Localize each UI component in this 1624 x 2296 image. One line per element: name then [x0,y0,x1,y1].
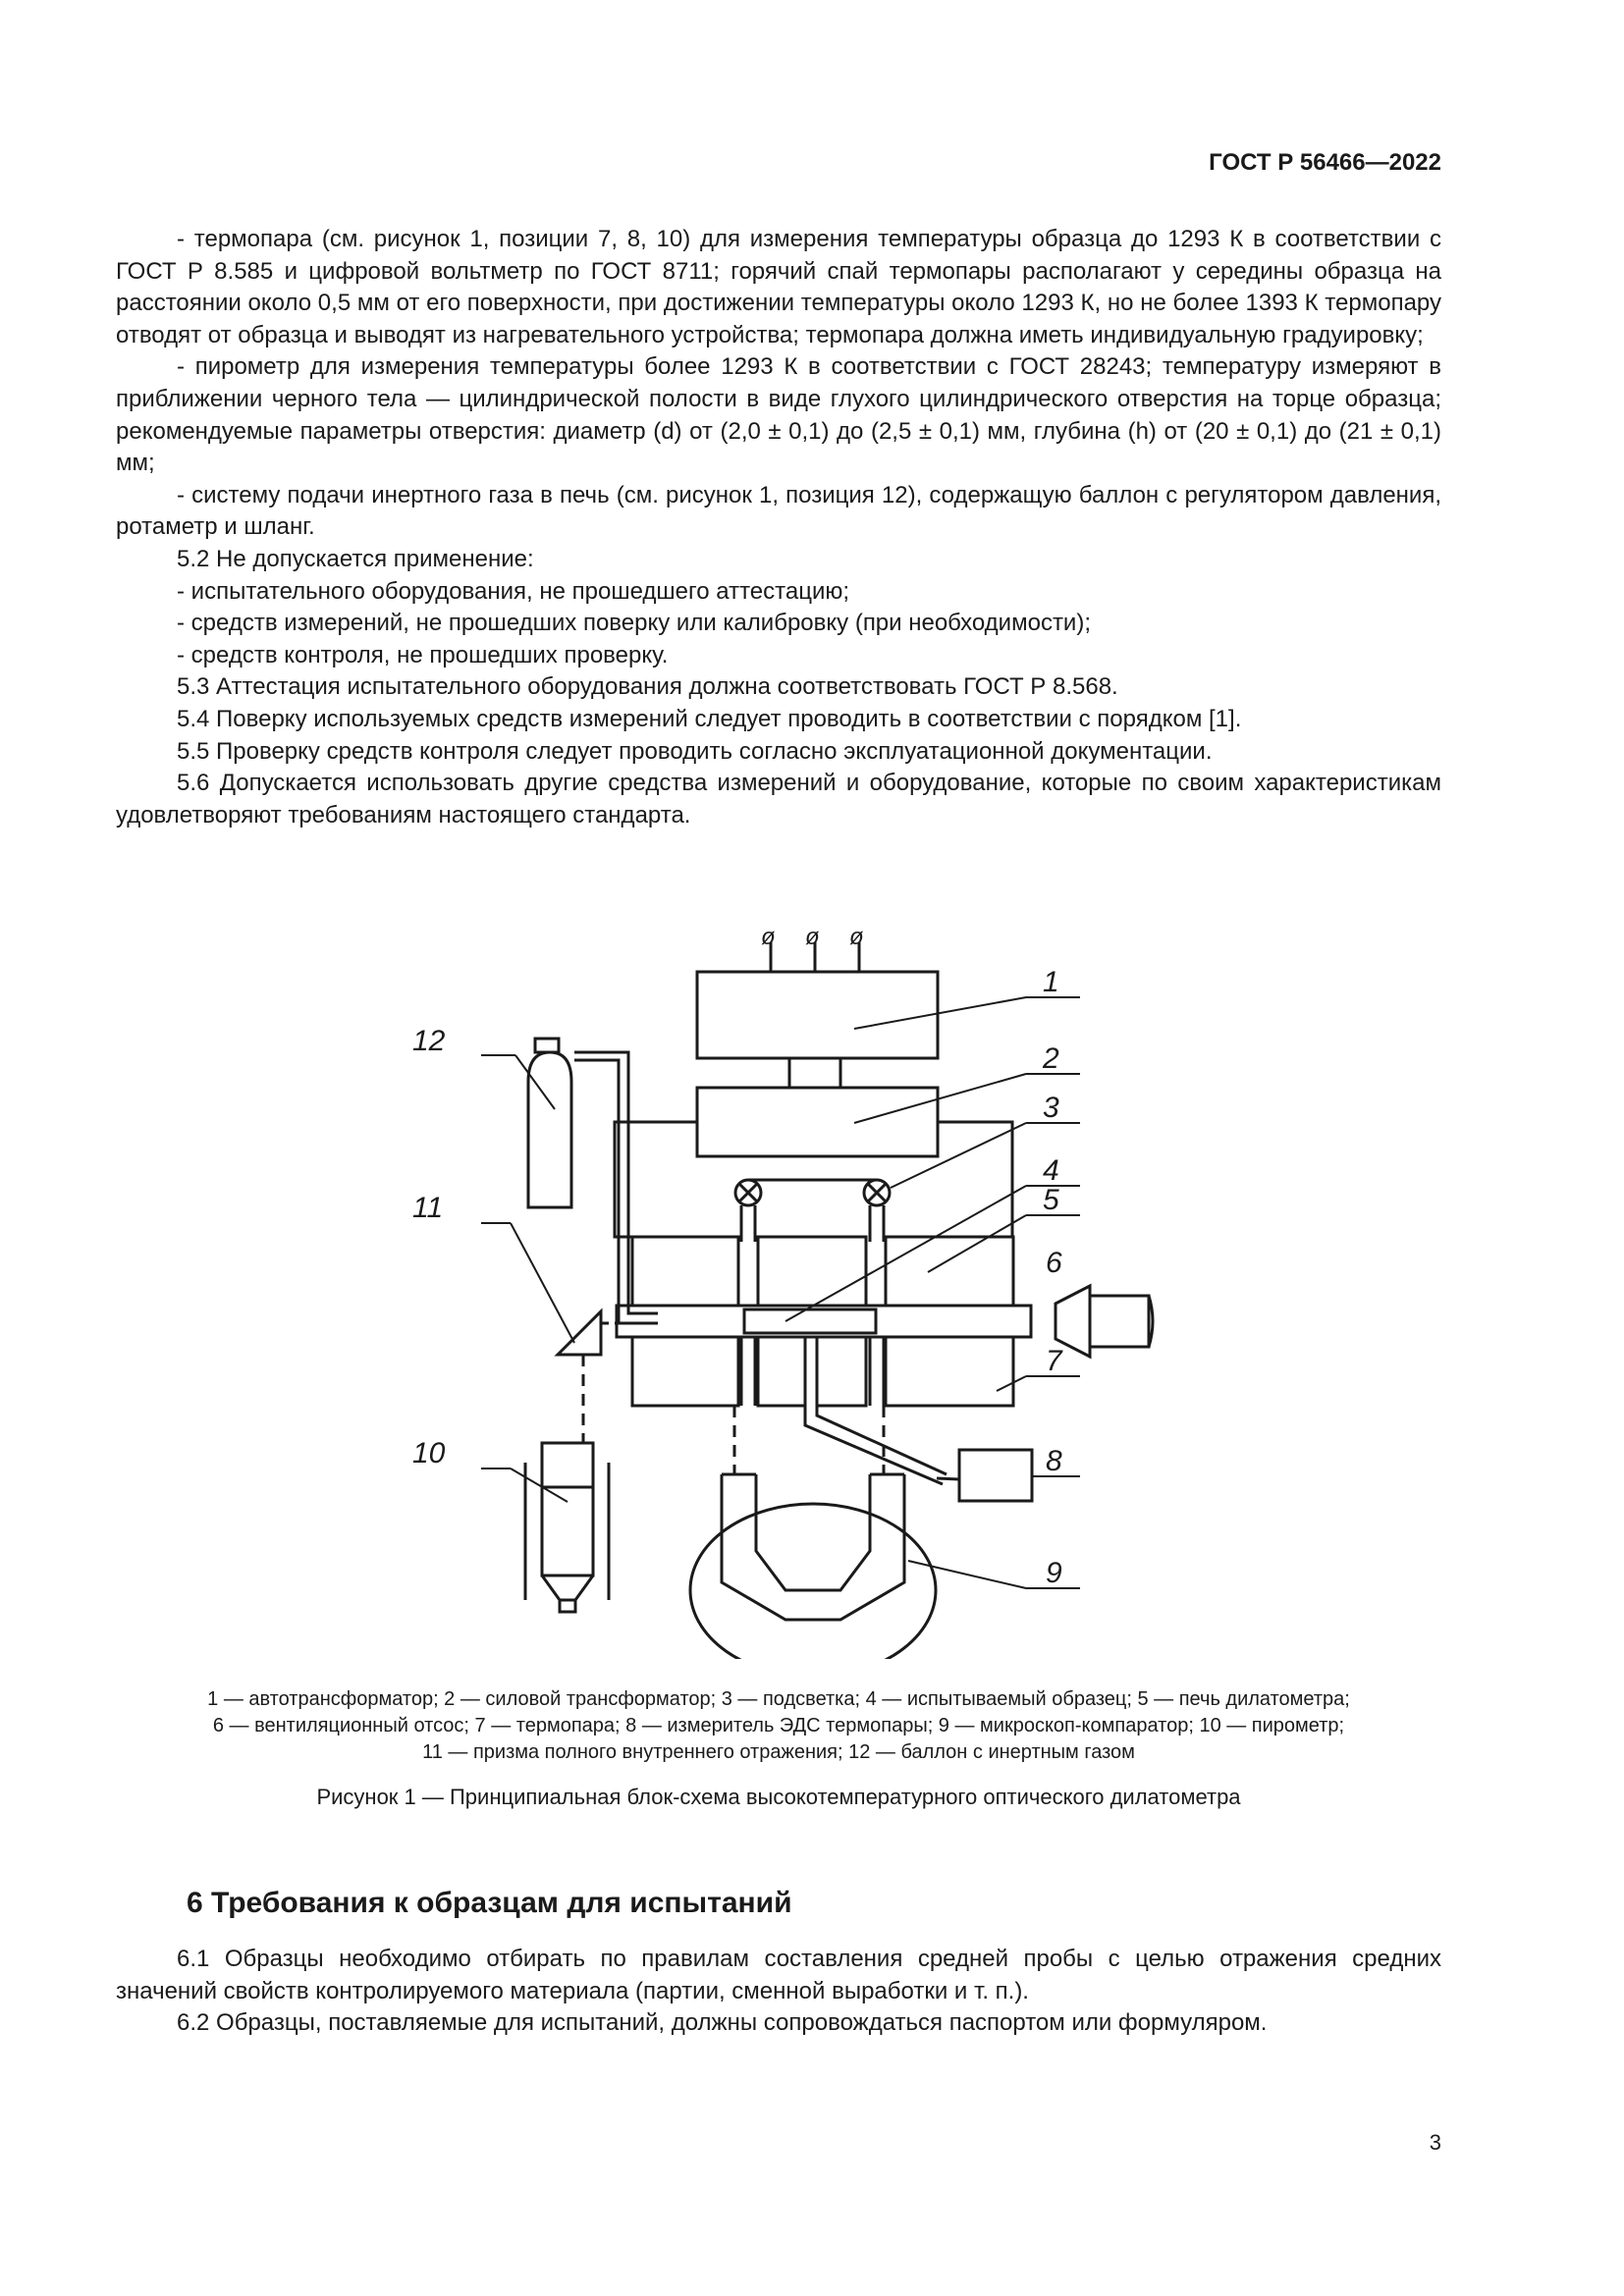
label-1: 1 [1043,966,1059,998]
paragraph-thermocouple: - термопара (см. рисунок 1, позиции 7, 8… [116,226,1441,348]
pyrometer [523,1441,611,1614]
body-text-upper: - термопара (см. рисунок 1, позиции 7, 8… [116,224,1441,831]
terminal-symbol-3: ø [849,924,864,950]
label-12: 12 [412,1025,446,1057]
ventilation-hood [1054,1283,1092,1360]
label-7: 7 [1046,1345,1063,1377]
gas-cylinder [526,1037,573,1209]
paragraph-pyrometer: - пирометр для измерения температуры бол… [116,353,1441,477]
label-4: 4 [1043,1154,1059,1187]
label-6: 6 [1046,1247,1062,1279]
furnace-body [630,1235,1015,1408]
clause-5-6: 5.6 Допускается использовать другие сред… [116,770,1441,828]
total-reflection-prism [554,1308,603,1357]
dilatometer-diagram: ø ø ø [373,913,1237,1659]
clause-6-1: 6.1 Образцы необходимо отбирать по прави… [116,1946,1441,2004]
clause-5-3: 5.3 Аттестация испытательного оборудован… [177,673,1118,701]
body-text-lower: 6.1 Образцы необходимо отбирать по прави… [116,1944,1441,2040]
page-number: 3 [1429,2130,1441,2155]
clause-5-2: 5.2 Не допускается применение: [177,545,534,572]
document-id: ГОСТ Р 56466—2022 [1209,149,1441,176]
microscope-comparator [688,1472,938,1659]
figure-legend: 1 — автотрансформатор; 2 — силовой транс… [116,1686,1441,1766]
thermocouple-wire [803,1337,960,1486]
power-transformer-block [695,1086,940,1158]
emf-meter-block [957,1448,1034,1503]
terminal-symbol-1: ø [761,924,776,950]
label-5: 5 [1043,1184,1059,1216]
furnace-tube [615,1304,1033,1339]
label-3: 3 [1043,1092,1059,1124]
autotransformer-block [695,970,940,1060]
clause-5-4: 5.4 Поверку используемых средств измерен… [177,705,1242,732]
section-6-title: 6 Требования к образцам для испытаний [187,1887,792,1919]
legend-line-3: 11 — призма полного внутреннего отражени… [422,1741,1135,1763]
label-10: 10 [412,1437,446,1469]
list-item-equipment: - испытательного оборудования, не прошед… [177,577,850,605]
clause-5-5: 5.5 Проверку средств контроля следует пр… [177,737,1213,765]
list-item-control: - средств контроля, не прошедших проверк… [177,641,669,668]
terminal-symbol-2: ø [805,924,820,950]
label-9: 9 [1046,1557,1062,1589]
label-8: 8 [1046,1445,1062,1477]
legend-line-2: 6 — вентиляционный отсос; 7 — термопара;… [212,1715,1345,1736]
label-11: 11 [412,1192,443,1224]
label-2: 2 [1042,1042,1059,1075]
power-supply-wires: ø ø ø [761,924,864,972]
clause-6-2: 6.2 Образцы, поставляемые для испытаний,… [177,2009,1268,2037]
test-sample [742,1308,878,1335]
paragraph-gas-system: - систему подачи инертного газа в печь (… [116,481,1441,541]
legend-line-1: 1 — автотрансформатор; 2 — силовой транс… [207,1688,1350,1710]
list-item-instruments: - средств измерений, не прошедших поверк… [177,610,1091,637]
figure-caption: Рисунок 1 — Принципиальная блок-схема вы… [316,1785,1241,1809]
